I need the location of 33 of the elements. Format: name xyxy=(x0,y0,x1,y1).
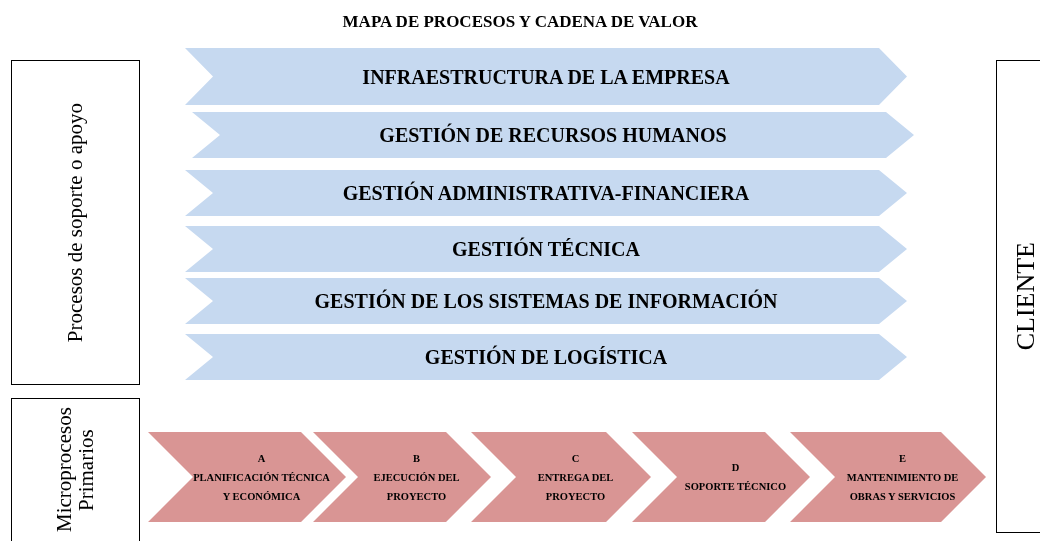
process-label: GESTIÓN DE LOS SISTEMAS DE INFORMACIÓN xyxy=(314,290,778,312)
process-label: INFRAESTRUCTURA DE LA EMPRESA xyxy=(362,65,730,88)
step-letter: E xyxy=(899,451,906,466)
label-box xyxy=(11,398,140,541)
side-label: Microprocesos Primarios xyxy=(53,408,98,532)
primary-process-step xyxy=(790,432,986,522)
step-letter: D xyxy=(731,461,740,475)
support-process-band xyxy=(185,170,907,216)
process-label: GESTIÓN DE LOGÍSTICA xyxy=(424,346,668,368)
label-box xyxy=(996,60,1040,533)
step-letter: A xyxy=(257,451,266,466)
step-label: EJECUCIÓN DEL PROYECTO xyxy=(372,470,461,504)
support-process-band xyxy=(185,226,907,272)
support-process-band xyxy=(185,48,907,105)
step-label: SOPORTE TÉCNICO xyxy=(684,480,787,494)
step-label: MANTENIMIENTO DE OBRAS Y SERVICIOS xyxy=(845,470,960,504)
step-label: PLANIFICACIÓN TÉCNICA Y ECONÓMICA xyxy=(192,470,331,504)
support-process-band xyxy=(185,334,907,380)
primary-process-step xyxy=(471,432,651,522)
process-label: GESTIÓN ADMINISTRATIVA-FINANCIERA xyxy=(342,182,750,204)
step-label: ENTREGA DEL PROYECTO xyxy=(536,470,615,504)
diagram-title: MAPA DE PROCESOS Y CADENA DE VALOR xyxy=(341,12,699,32)
side-label: CLIENTE xyxy=(1012,242,1040,351)
step-letter: B xyxy=(413,451,420,466)
label-box xyxy=(11,60,140,385)
step-letter: C xyxy=(571,451,580,466)
process-label: GESTIÓN DE RECURSOS HUMANOS xyxy=(379,124,727,146)
side-label: Procesos de soporte o apoyo xyxy=(64,102,87,343)
process-label: GESTIÓN TÉCNICA xyxy=(452,238,640,260)
primary-process-step xyxy=(148,432,346,522)
primary-process-step xyxy=(632,432,810,522)
support-process-band xyxy=(185,278,907,324)
support-process-band xyxy=(192,112,914,158)
